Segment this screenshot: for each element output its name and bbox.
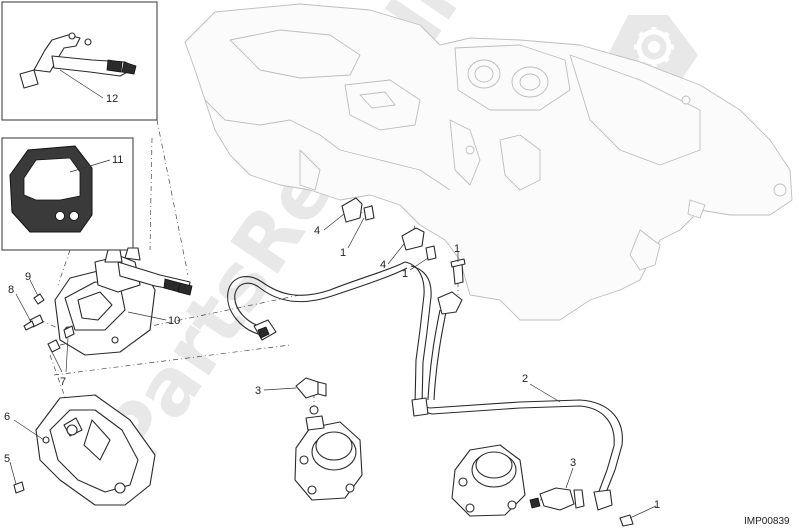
gasket-part-11 <box>9 145 93 233</box>
bracket-part-12 <box>19 32 137 89</box>
screw-part-1-c <box>450 258 466 285</box>
hose-long-2 <box>411 397 623 511</box>
callout-3-b: 3 <box>570 457 576 469</box>
callout-4-a: 4 <box>314 225 320 237</box>
fitting-part-3-a <box>295 377 327 415</box>
pump-body-left <box>294 415 363 501</box>
inset-box-gasket <box>1 137 134 251</box>
callout-8: 8 <box>8 284 14 296</box>
pump-body-right <box>451 444 526 517</box>
callout-11: 11 <box>112 154 123 166</box>
callout-1-c: 1 <box>454 243 460 255</box>
bracket-part-4-a <box>341 197 375 223</box>
fuel-tank-frame <box>184 3 793 321</box>
screw-part-5 <box>13 481 25 494</box>
callout-7: 7 <box>60 376 66 388</box>
hose-left <box>227 261 463 406</box>
callout-12: 12 <box>106 93 118 105</box>
cover-part-6 <box>35 394 156 506</box>
drawing-code: IMP00839 <box>744 516 790 527</box>
callout-1-a: 1 <box>340 247 346 259</box>
callout-3-a: 3 <box>255 385 261 397</box>
callout-1-d: 1 <box>654 499 660 511</box>
sensor-housing-10 <box>54 247 193 356</box>
callout-1-b: 1 <box>402 268 408 280</box>
callout-5: 5 <box>4 453 10 465</box>
callout-labels: 12 11 9 8 10 7 6 5 4 1 4 1 1 3 2 3 1 <box>4 93 660 511</box>
callout-9: 9 <box>25 271 31 283</box>
callout-10: 10 <box>168 315 180 327</box>
callout-leaders <box>9 69 657 519</box>
callout-6: 6 <box>4 411 10 423</box>
callout-4-b: 4 <box>380 259 386 271</box>
callout-2: 2 <box>522 373 528 385</box>
inset-box-bracket <box>1 1 158 121</box>
bracket-part-4-b <box>401 227 437 261</box>
screw-part-1-d <box>619 514 634 527</box>
fitting-part-3-b <box>529 487 585 511</box>
